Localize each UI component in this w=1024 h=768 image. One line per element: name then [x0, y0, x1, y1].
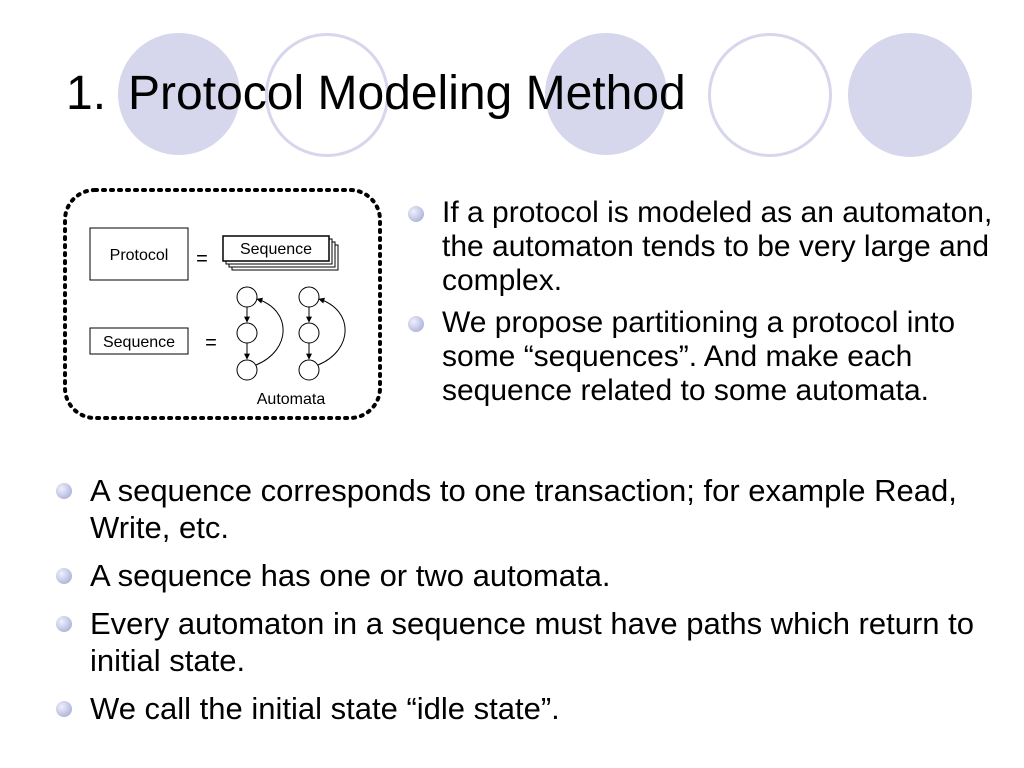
bottom-bullet-text: Every automaton in a sequence must have … — [90, 606, 974, 678]
slide-title: 1. Protocol Modeling Method — [66, 66, 686, 121]
bottom-bullet-text: A sequence has one or two automata. — [90, 558, 611, 593]
bullet-dot-icon — [408, 316, 424, 332]
decor-circle-4 — [708, 33, 832, 157]
bottom-bullet-item: A sequence has one or two automata. — [56, 557, 996, 594]
decor-circle-2 — [265, 33, 389, 157]
bottom-bullet-item: Every automaton in a sequence must have … — [56, 605, 996, 679]
decor-circle-5 — [848, 33, 972, 157]
automaton-1-state-3 — [236, 359, 258, 381]
protocol-label: Protocol — [110, 247, 169, 264]
slide-title-text: Protocol Modeling Method — [128, 67, 686, 120]
sequence-label: Sequence — [103, 334, 175, 351]
equals-sign-1: = — [196, 248, 208, 270]
sequence-stack-label: Sequence — [240, 241, 312, 258]
sequence-stack-front — [222, 235, 330, 262]
decor-circle-1 — [118, 33, 240, 155]
right-bullet-item: We propose partitioning a protocol into … — [408, 306, 1008, 408]
automata-label: Automata — [257, 391, 326, 408]
automaton-2-return-edge — [317, 297, 346, 366]
automaton-2-state-1 — [298, 286, 320, 308]
bullet-dot-icon — [56, 701, 72, 717]
bottom-bullet-text: We call the initial state “idle state”. — [90, 691, 560, 726]
right-bullet-text: We propose partitioning a protocol into … — [442, 306, 956, 407]
protocol-diagram: Protocol = Sequence Sequence = Automata — [63, 188, 382, 420]
right-bullet-item: If a protocol is modeled as an automaton… — [408, 196, 1008, 298]
bottom-bullet-item: We call the initial state “idle state”. — [56, 690, 996, 727]
automaton-1-state-2 — [236, 322, 258, 344]
sequence-box — [89, 327, 189, 355]
bullet-dot-icon — [56, 483, 72, 499]
automaton-1-return-edge — [255, 297, 284, 366]
bottom-bullet-list: A sequence corresponds to one transactio… — [56, 472, 996, 738]
right-bullet-list: If a protocol is modeled as an automaton… — [408, 196, 1008, 416]
bottom-bullet-item: A sequence corresponds to one transactio… — [56, 472, 996, 546]
automaton-2-state-3 — [298, 359, 320, 381]
bottom-bullet-text: A sequence corresponds to one transactio… — [90, 473, 957, 545]
bullet-dot-icon — [56, 616, 72, 632]
bullet-dot-icon — [408, 206, 424, 222]
right-bullet-text: If a protocol is modeled as an automaton… — [442, 196, 993, 297]
equals-sign-2: = — [205, 332, 217, 354]
bullet-dot-icon — [56, 568, 72, 584]
decor-circle-3 — [545, 33, 667, 155]
automaton-1-state-1 — [236, 286, 258, 308]
slide-number: 1. — [66, 67, 107, 120]
protocol-box — [89, 227, 189, 281]
diagram-dotted-border — [63, 188, 382, 420]
automaton-2-state-2 — [298, 322, 320, 344]
